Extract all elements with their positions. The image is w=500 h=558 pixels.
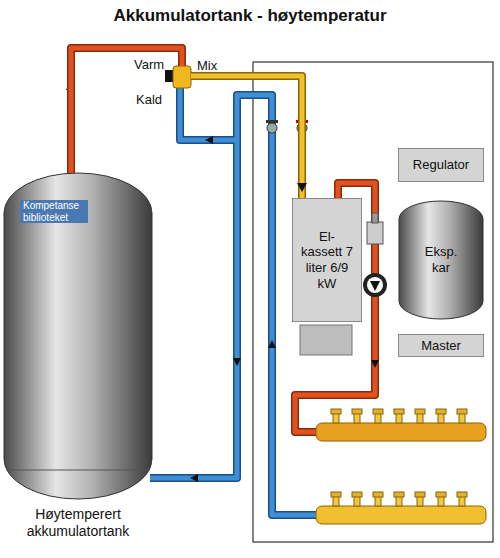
- tank-caption: Høytemperert akkumulatortank: [0, 506, 163, 540]
- component-box: El- kassett 7 liter 6/9 kW: [292, 198, 362, 322]
- component-box: Regulator: [398, 148, 484, 182]
- safety-valve: [367, 213, 383, 244]
- box-label: Eksp. kar: [419, 244, 463, 275]
- manifolds: [316, 409, 486, 524]
- port-label: Kald: [136, 92, 162, 107]
- pump: [363, 273, 387, 297]
- mixing-valve: [165, 66, 191, 88]
- component-box: Master: [398, 334, 484, 357]
- expansion-vessel: Eksp. kar: [398, 200, 484, 320]
- housing: [253, 62, 493, 542]
- watermark: Kompetanse biblioteket: [20, 200, 88, 223]
- port-label: Mix: [197, 58, 217, 73]
- box-label: Regulator: [413, 157, 469, 173]
- title: Akkumulatortank - høytemperatur: [0, 6, 500, 26]
- heater-base: [300, 325, 352, 355]
- port-label: Varm: [134, 57, 164, 72]
- box-label: Master: [421, 338, 461, 354]
- box-label: El- kassett 7 liter 6/9 kW: [300, 229, 354, 291]
